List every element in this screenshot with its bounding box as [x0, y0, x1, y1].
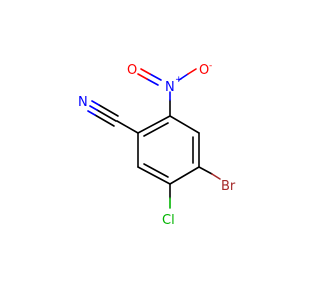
ring-bond-c5-c6 — [137, 166, 171, 185]
nitro-o-charge: - — [209, 61, 212, 71]
nitro-o-left-label: O — [127, 63, 137, 78]
nitrile-triple-3 — [94, 114, 115, 127]
nitro-o-right-label: O — [199, 63, 209, 78]
nitro-group — [137, 68, 197, 117]
nitro-n-label: N — [165, 80, 175, 95]
chlorine-label: Cl — [162, 213, 175, 228]
nitrile-triple-3b — [87, 110, 96, 116]
nitro-bond-n-o1b-red — [137, 73, 148, 80]
ring-bond-c5-c6-inner — [143, 163, 169, 178]
nitro-bond-n-o1a-red — [140, 68, 151, 75]
nitro-bond-n-o2 — [178, 73, 189, 81]
structure-diagram: N N + O O - Br Cl — [78, 61, 236, 228]
ring-bond-c1-c2 — [137, 115, 171, 134]
nitro-bond-n-o2-red — [187, 68, 197, 75]
nitrile-triple-2 — [98, 104, 119, 117]
nitrile-group — [87, 100, 139, 134]
nitrile-triple-2b — [91, 100, 100, 106]
nitrile-triple-1 — [96, 109, 117, 122]
br-bond-black — [198, 166, 213, 175]
nitrile-n-label: N — [78, 95, 88, 110]
ring-bond-c2-c3 — [169, 115, 200, 134]
bromine-group — [198, 166, 221, 180]
nitro-bond-n-o1a — [149, 73, 162, 81]
nitrile-bond-c-c — [116, 120, 139, 134]
ring-bond-c4-c5 — [169, 166, 200, 185]
nitrile-triple-1b — [89, 105, 98, 111]
br-bond-colored — [211, 173, 221, 180]
nitro-n-charge: + — [175, 75, 183, 85]
ring-bond-c1-c2-inner — [143, 122, 169, 137]
bromine-label: Br — [221, 179, 236, 194]
benzene-ring — [137, 115, 200, 185]
molecule-canvas: N N + O O - Br Cl — [78, 61, 236, 228]
nitro-bond-n-o1b — [146, 78, 159, 86]
